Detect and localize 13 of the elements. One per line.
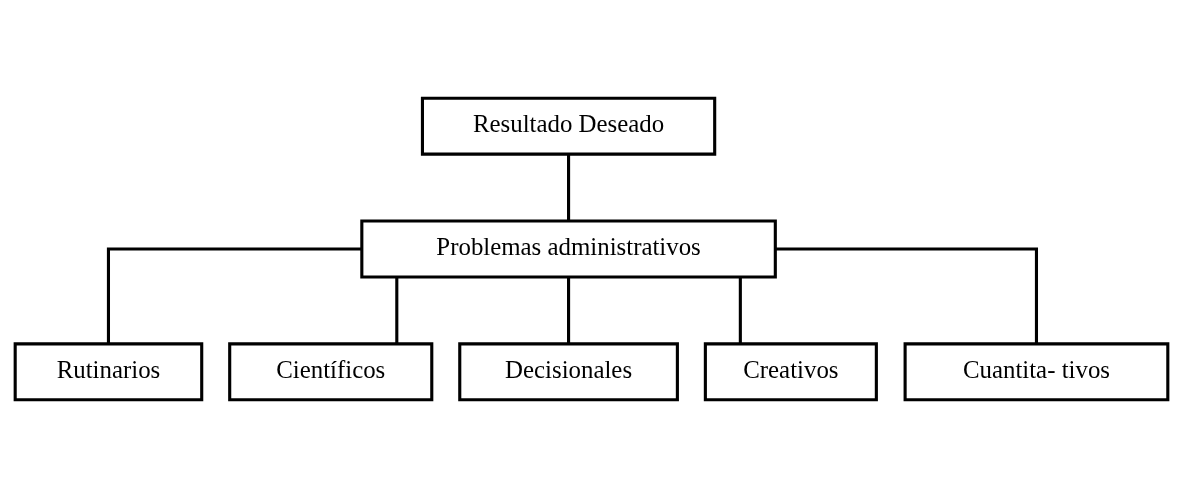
connector xyxy=(106,247,362,344)
node-box: Rutinarios xyxy=(13,342,204,402)
connector xyxy=(775,247,1038,344)
connector xyxy=(738,277,742,344)
node-box: Decisionales xyxy=(458,342,679,402)
node-box: Resultado Deseado xyxy=(420,96,717,156)
node-box: Científicos xyxy=(228,342,434,402)
connector xyxy=(567,154,571,221)
node-box: Cuantita- tivos xyxy=(903,342,1170,402)
connector xyxy=(395,277,399,344)
node-box: Creativos xyxy=(703,342,878,402)
connector xyxy=(567,277,571,344)
node-box: Problemas administrativos xyxy=(360,219,777,279)
